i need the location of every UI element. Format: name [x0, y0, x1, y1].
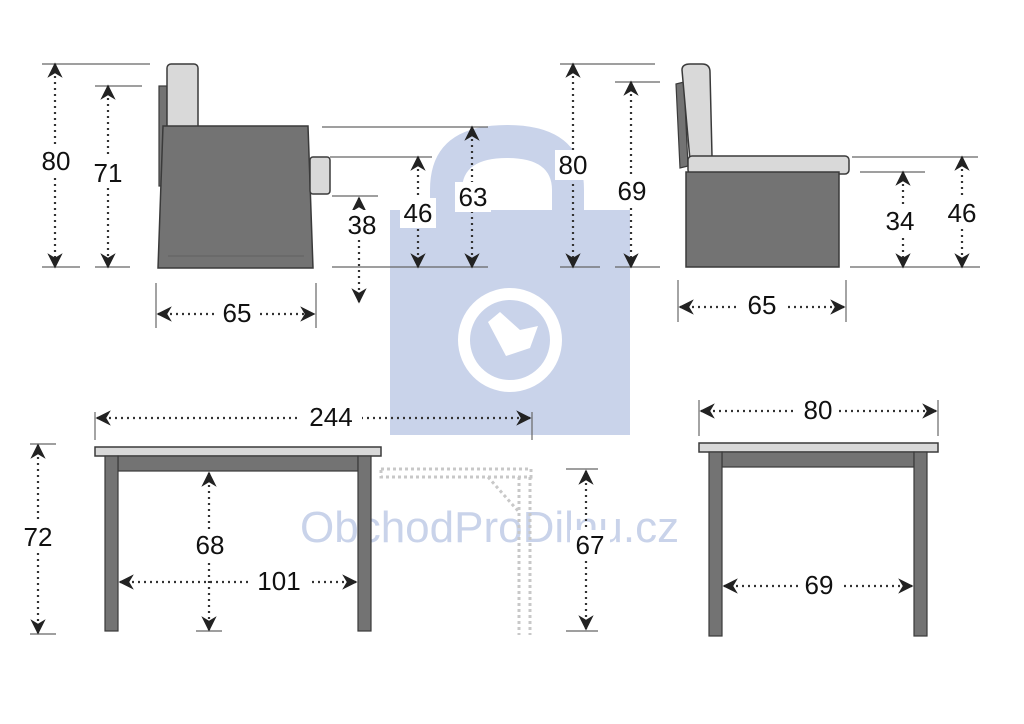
- shopping-bag-wrench-icon: [390, 125, 630, 435]
- table-short-apron: [721, 451, 915, 468]
- bench-base: [685, 171, 840, 268]
- label-table-extension-height: 67: [576, 530, 605, 560]
- label-chair-back-height: 71: [94, 158, 123, 188]
- label-table-short-leg-span: 69: [805, 570, 834, 600]
- table-short-view: 80 69: [698, 395, 939, 637]
- bench-side-view: 80 69 34 46 65: [555, 62, 980, 322]
- table-long-top: [94, 446, 382, 457]
- watermark: ObchodProDilnu.cz: [300, 125, 679, 552]
- label-chair-seat-height: 46: [404, 198, 433, 228]
- label-bench-seat-low: 34: [886, 206, 915, 236]
- watermark-text: ObchodProDilnu.cz: [300, 503, 679, 552]
- label-chair-depth: 65: [223, 298, 252, 328]
- label-table-long-leg-span: 101: [257, 566, 300, 596]
- table-long-view: 244 72 68 101 67: [18, 402, 610, 635]
- label-table-short-width: 80: [804, 395, 833, 425]
- label-table-long-clearance: 68: [196, 530, 225, 560]
- label-table-long-height: 72: [24, 522, 53, 552]
- table-long-leg-right: [357, 455, 372, 632]
- label-table-long-length: 244: [309, 402, 352, 432]
- table-extension-ghost: [379, 467, 533, 635]
- chair-side-view: 80 71 38 46 63 65: [38, 62, 491, 328]
- label-bench-seat-height: 46: [948, 198, 977, 228]
- table-long-leg-left: [104, 455, 119, 632]
- table-short-leg-right: [913, 451, 928, 637]
- label-bench-depth: 65: [748, 290, 777, 320]
- bench-backrest: [681, 63, 713, 161]
- table-long-apron: [117, 455, 359, 472]
- chair-arm-body: [157, 125, 314, 269]
- chair-backrest: [166, 63, 199, 131]
- table-short-top: [698, 442, 939, 453]
- label-bench-total-height: 80: [559, 150, 588, 180]
- label-chair-arm-height: 63: [459, 182, 488, 212]
- chair-seat-front: [309, 156, 331, 195]
- table-short-leg-left: [708, 451, 723, 637]
- label-bench-back-height: 69: [618, 176, 647, 206]
- label-chair-total-height: 80: [42, 146, 71, 176]
- label-chair-seat-low: 38: [348, 210, 377, 240]
